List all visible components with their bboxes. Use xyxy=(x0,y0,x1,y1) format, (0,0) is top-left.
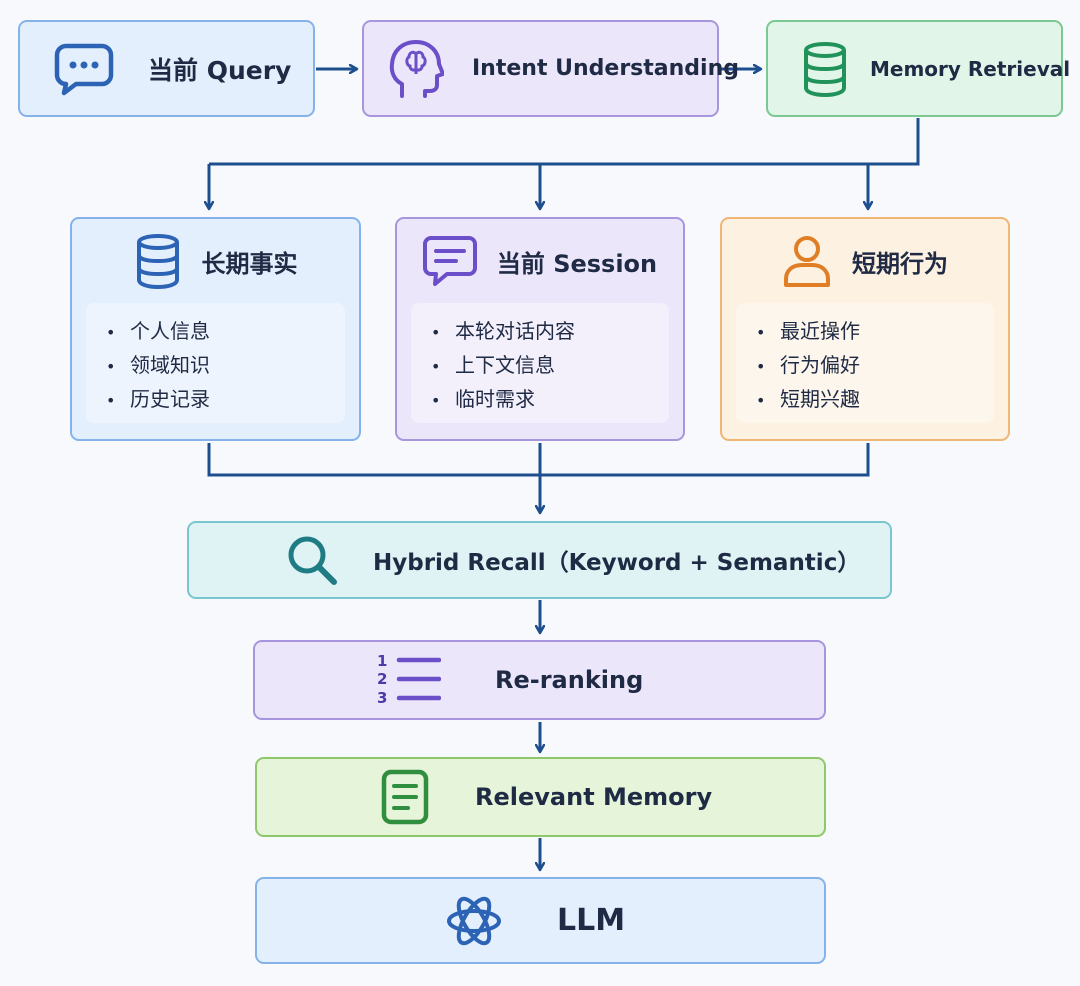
short-term-behavior-list: 最近操作 行为偏好 短期兴趣 xyxy=(736,303,994,423)
svg-text:3: 3 xyxy=(377,689,387,707)
relevant-memory-node: Relevant Memory xyxy=(255,757,826,837)
long-term-facts-list: 个人信息 领域知识 历史记录 xyxy=(86,303,345,423)
llm-node: LLM xyxy=(255,877,826,964)
chat-bubble-icon xyxy=(54,43,114,95)
hybrid-recall-node: Hybrid Recall（Keyword + Semantic） xyxy=(187,521,892,599)
current-session-card: 当前 Session 本轮对话内容 上下文信息 临时需求 xyxy=(395,217,685,441)
list-item: 行为偏好 xyxy=(756,349,994,383)
list-item: 短期兴趣 xyxy=(756,383,994,417)
list-item: 历史记录 xyxy=(106,383,345,417)
svg-text:2: 2 xyxy=(377,670,387,688)
re-ranking-label: Re-ranking xyxy=(495,666,644,694)
list-item: 最近操作 xyxy=(756,315,994,349)
current-session-list: 本轮对话内容 上下文信息 临时需求 xyxy=(411,303,669,423)
list-item: 个人信息 xyxy=(106,315,345,349)
memory-retrieval-node: Memory Retrieval xyxy=(766,20,1070,117)
database-icon xyxy=(804,41,846,97)
svg-text:1: 1 xyxy=(377,652,387,670)
current-session-title: 当前 Session xyxy=(496,249,658,278)
short-term-behavior-card: 短期行为 最近操作 行为偏好 短期兴趣 xyxy=(720,217,1010,441)
database-icon xyxy=(136,234,179,289)
current-session-header: 当前 Session xyxy=(411,233,669,289)
list-item: 领域知识 xyxy=(106,349,345,383)
short-term-behavior-title: 短期行为 xyxy=(852,249,948,278)
long-term-facts-header: 长期事实 xyxy=(86,233,345,289)
current-query-node: 当前 Query xyxy=(18,20,315,117)
numbered-list-icon: 123 xyxy=(377,652,441,707)
intent-understanding-node: Intent Understanding xyxy=(362,20,739,117)
arrow-retrieval-branch xyxy=(209,118,920,166)
short-term-behavior-header: 短期行为 xyxy=(736,233,994,289)
search-icon xyxy=(288,536,337,585)
list-item: 临时需求 xyxy=(431,383,669,417)
hybrid-recall-label: Hybrid Recall（Keyword + Semantic） xyxy=(373,550,861,576)
list-item: 本轮对话内容 xyxy=(431,315,669,349)
message-icon xyxy=(422,236,477,286)
relevant-memory-label: Relevant Memory xyxy=(475,783,713,811)
document-icon xyxy=(381,769,429,825)
list-item: 上下文信息 xyxy=(431,349,669,383)
openai-logo-icon xyxy=(447,896,501,945)
long-term-facts-title: 长期事实 xyxy=(201,249,298,278)
user-icon xyxy=(784,236,830,287)
current-query-label: 当前 Query xyxy=(148,55,292,85)
intent-understanding-label: Intent Understanding xyxy=(472,56,739,81)
llm-label: LLM xyxy=(557,903,626,938)
long-term-facts-card: 长期事实 个人信息 领域知识 历史记录 xyxy=(70,217,361,441)
head-brain-icon xyxy=(389,39,444,98)
memory-retrieval-label: Memory Retrieval xyxy=(870,56,1071,81)
